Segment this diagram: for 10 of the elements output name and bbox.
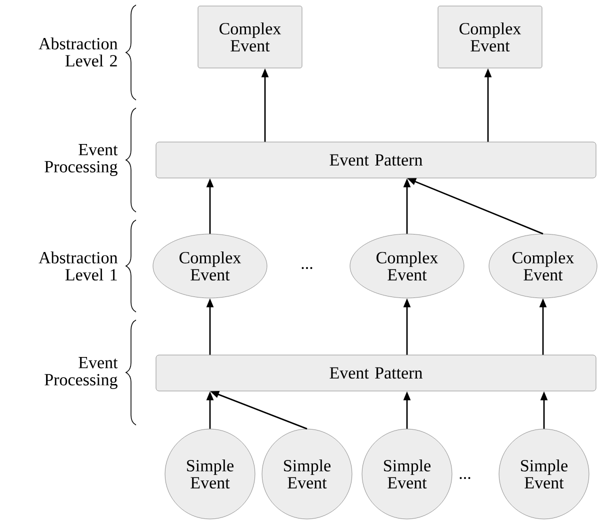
level-label: Abstraction Level 1 [38, 251, 118, 281]
pattern-band: Event Pattern [156, 354, 596, 392]
pattern-band: Event Pattern [156, 142, 596, 178]
ellipsis: ... [302, 267, 312, 269]
event-box: Complex Event [438, 6, 542, 68]
level-label: Event Processing [44, 357, 118, 389]
ellipsis: ... [460, 477, 470, 479]
event-box: Complex Event [198, 6, 302, 68]
level-label: Abstraction Level 2 [38, 37, 118, 67]
level-label: Event Processing [44, 144, 118, 176]
